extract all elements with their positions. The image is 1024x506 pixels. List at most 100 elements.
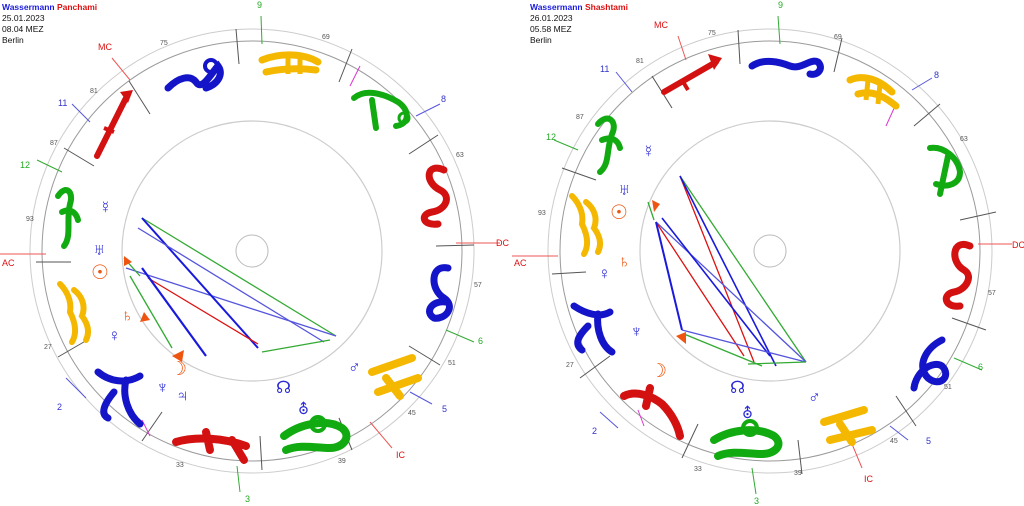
house-8: 8 [934, 70, 940, 80]
aquarius-icon [569, 193, 604, 257]
libra-icon [368, 354, 422, 400]
capricorn-icon [570, 302, 616, 356]
mars-icon: ♂ [808, 388, 821, 407]
house-12: 12 [546, 132, 557, 142]
cancer-icon [351, 89, 411, 131]
house-12: 12 [20, 160, 31, 170]
degree-label: 75 [160, 40, 168, 47]
house-8: 8 [441, 94, 447, 104]
house-6: 6 [478, 336, 484, 346]
zodiac-tick-ring [41, 40, 463, 462]
degree-label: 51 [448, 360, 456, 367]
mars-icon: ♂ [348, 358, 361, 377]
degree-label: 69 [834, 34, 842, 41]
zodiac-outer-ring [547, 28, 993, 474]
house-3: 3 [754, 496, 760, 506]
sun-icon: ☉ [91, 262, 109, 284]
house-9: 9 [257, 0, 263, 10]
gemini-icon [846, 74, 900, 110]
degree-label: 93 [538, 210, 546, 217]
angle-ic: IC [864, 474, 873, 484]
chart-place: Berlin [530, 35, 552, 45]
pisces-icon [55, 187, 81, 249]
chart-header: Wassermann Shashtami 26.01.2023 05.58 ME… [530, 2, 628, 46]
capricorn-icon [94, 368, 144, 428]
horoscope-wheel [512, 15, 1012, 495]
house-5: 5 [926, 436, 932, 446]
libra-icon [820, 406, 876, 446]
degree-label: 33 [176, 462, 184, 469]
degree-label: 87 [50, 140, 58, 147]
scorpio-icon [280, 415, 351, 454]
degree-label: 39 [794, 470, 802, 477]
angle-ac: AC [2, 258, 15, 268]
inner-ring [639, 120, 901, 382]
node-icon: ☊ [730, 378, 746, 397]
angle-ac: AC [514, 258, 527, 268]
angle-ic: IC [396, 450, 405, 460]
chart-title: Wassermann Panchami [2, 2, 98, 12]
center-circle [753, 234, 787, 268]
degree-label: 57 [474, 282, 482, 289]
sagittarius-icon [620, 384, 684, 440]
chart-place: Berlin [2, 35, 24, 45]
angle-dc: DC [1012, 240, 1024, 250]
virgo-icon [910, 336, 950, 392]
uranus-icon: ♅ [93, 240, 106, 259]
degree-label: 39 [338, 458, 346, 465]
degree-label: 75 [708, 30, 716, 37]
aquarius-icon [57, 281, 92, 345]
pluto-icon: ⛢ [742, 405, 753, 422]
degree-label: 87 [576, 114, 584, 121]
moon-icon: ☽ [170, 359, 188, 380]
venus-icon: ♀ [598, 264, 611, 283]
inner-ring [121, 120, 383, 382]
center-circle [235, 234, 269, 268]
taurus-icon [164, 58, 224, 92]
house-6: 6 [978, 362, 984, 372]
chart-date: 26.01.2023 [530, 13, 573, 23]
node-icon: ☊ [276, 378, 292, 397]
saturn-icon: ♄ [121, 306, 134, 325]
moon-icon: ☽ [650, 361, 668, 382]
degree-label: 45 [890, 438, 898, 445]
sun-icon: ☉ [610, 202, 628, 224]
degree-label: 57 [988, 290, 996, 297]
uranus-icon: ♅ [618, 180, 631, 199]
chart-title: Wassermann Shashtami [530, 2, 628, 12]
chart-header: Wassermann Panchami 25.01.2023 08.04 MEZ… [2, 2, 97, 46]
virgo-icon [426, 264, 453, 322]
scorpio-icon [710, 419, 783, 460]
mercury-icon: ☿ [99, 198, 112, 217]
degree-label: 27 [566, 362, 574, 369]
degree-label: 81 [90, 88, 98, 95]
zodiac-tick-ring [559, 40, 981, 462]
aries-icon [94, 90, 133, 159]
house-9: 9 [778, 0, 784, 10]
chart-date: 25.01.2023 [2, 13, 45, 23]
pisces-icon [595, 115, 623, 175]
chart-time: 08.04 MEZ [2, 24, 44, 34]
chart-time: 05.58 MEZ [530, 24, 572, 34]
angle-mc: MC [654, 20, 668, 30]
gemini-icon [258, 51, 322, 76]
degree-label: 81 [636, 58, 644, 65]
neptune-icon: ♆ [156, 378, 169, 397]
saturn-icon: ♄ [618, 252, 631, 271]
sagittarius-icon [172, 428, 250, 464]
degree-label: 27 [44, 344, 52, 351]
jupiter-icon: ♃ [176, 386, 189, 405]
pluto-icon: ⛢ [298, 401, 309, 418]
zodiac-outer-ring [29, 28, 475, 474]
house-11: 11 [600, 64, 610, 74]
degree-label: 63 [960, 136, 968, 143]
house-3: 3 [245, 494, 251, 504]
angle-mc: MC [98, 42, 112, 52]
degree-label: 33 [694, 466, 702, 473]
house-5: 5 [442, 404, 448, 414]
degree-label: 93 [26, 216, 34, 223]
house-2: 2 [57, 402, 63, 412]
horoscope-wheel [0, 15, 500, 493]
house-2: 2 [592, 426, 598, 436]
aries-icon [661, 54, 722, 95]
